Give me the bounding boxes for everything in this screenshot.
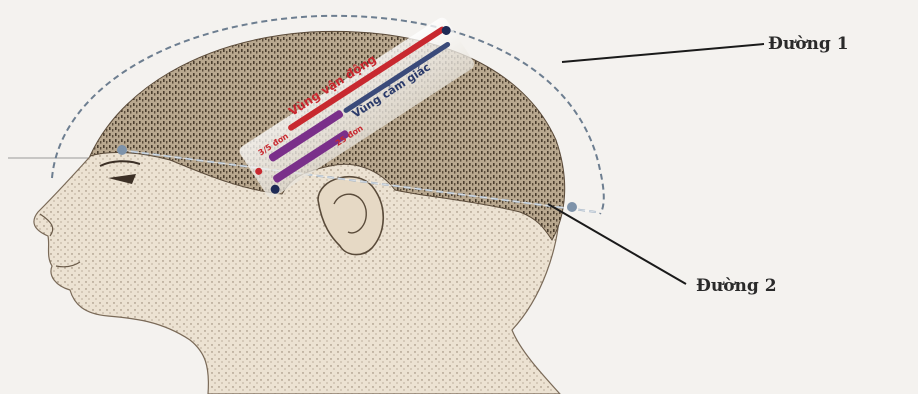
line2-leader <box>548 204 686 284</box>
baseline-start-point <box>117 145 127 155</box>
line2-label: Đường 2 <box>696 276 777 296</box>
baseline-end-point <box>567 202 577 212</box>
line1-label: Đường 1 <box>768 34 849 54</box>
line1-leader <box>562 44 764 62</box>
